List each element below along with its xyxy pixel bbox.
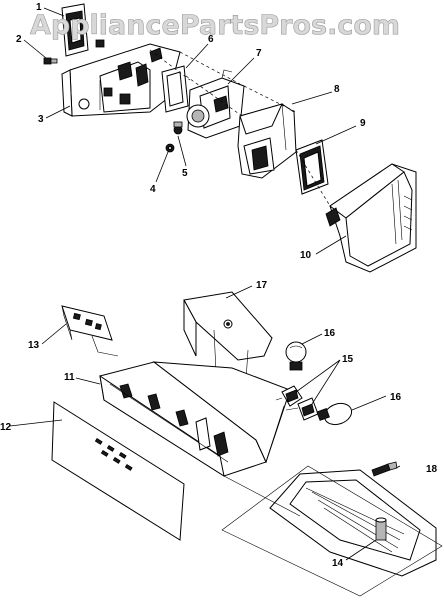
callout-18: 18: [426, 464, 438, 475]
part-16-bulb-lower: [316, 402, 353, 426]
callout-5: 5: [182, 168, 188, 179]
part-14-drip-tray: [269, 469, 437, 577]
part-17-cover-plate: [183, 291, 273, 415]
callout-16-upper: 16: [324, 328, 336, 339]
callout-15: 15: [342, 354, 354, 365]
part-2-screw: [43, 57, 58, 65]
callout-8: 8: [334, 84, 340, 95]
part-5-screw: [173, 121, 183, 135]
part-18-screw: [371, 461, 398, 477]
callout-4: 4: [150, 184, 156, 195]
part-11-control-housing: [99, 361, 291, 478]
callout-16-lower: 16: [390, 392, 402, 403]
callout-1: 1: [36, 2, 42, 13]
callout-6: 6: [208, 34, 214, 45]
watermark-text: AppliancePartsPros.com: [30, 10, 401, 42]
part-1-flap: [61, 3, 89, 57]
part-8-chute: [237, 103, 297, 179]
part-7-motor: [186, 69, 245, 139]
callout-11: 11: [64, 372, 75, 383]
callout-9: 9: [360, 118, 366, 129]
callout-14: 14: [332, 558, 344, 569]
callout-3: 3: [38, 114, 44, 125]
callout-12: 12: [0, 422, 12, 433]
callout-2: 2: [16, 34, 22, 45]
callout-13: 13: [28, 340, 40, 351]
part-12-front-panel: [51, 401, 185, 541]
callout-10: 10: [300, 250, 312, 261]
part-9-seal: [295, 139, 329, 195]
part-6-gasket: [161, 65, 189, 113]
part-3-housing: [61, 39, 181, 117]
callout-17: 17: [256, 280, 268, 291]
part-16-bulb-upper: [285, 341, 307, 371]
part-13-circuit-board: [61, 305, 119, 357]
callout-7: 7: [256, 48, 262, 59]
part-4-screw: [165, 143, 175, 153]
part-15-lamp-sockets: [275, 385, 319, 421]
part-10-cover: [325, 163, 417, 273]
